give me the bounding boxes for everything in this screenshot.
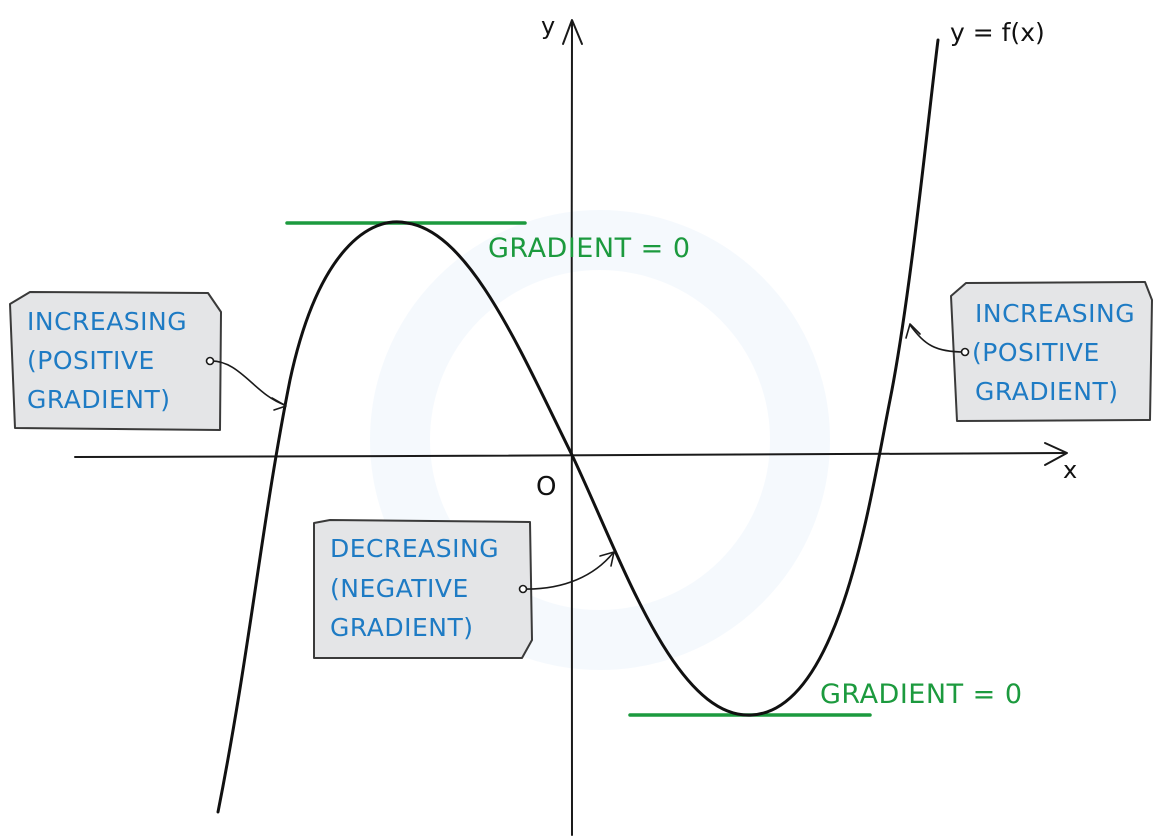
watermark-logo xyxy=(370,210,830,670)
callout-line: (NEGATIVE xyxy=(330,574,469,603)
callout-line: GRADIENT) xyxy=(975,377,1118,406)
max-gradient-label: GRADIENT = 0 xyxy=(488,233,691,264)
right-increasing-callout: INCREASING (POSITIVE GRADIENT) xyxy=(905,281,1153,422)
callout-line: DECREASING xyxy=(330,534,499,563)
right-callout-pointer xyxy=(909,324,966,353)
callout-line: GRADIENT) xyxy=(330,613,473,642)
x-axis-arrowhead xyxy=(1044,442,1068,466)
decreasing-callout-arrowhead xyxy=(599,551,615,567)
decreasing-callout: DECREASING (NEGATIVE GRADIENT) xyxy=(313,519,615,659)
left-callout-arrowhead xyxy=(271,397,287,411)
right-callout-dot xyxy=(960,347,970,357)
y-axis: y xyxy=(541,12,583,836)
decreasing-callout-pointer xyxy=(522,552,614,590)
left-increasing-callout: INCREASING (POSITIVE GRADIENT) xyxy=(9,291,287,431)
callout-line: GRADIENT) xyxy=(27,385,170,414)
callout-line: INCREASING xyxy=(975,299,1135,328)
x-axis-label: x xyxy=(1063,456,1077,484)
y-axis-label: y xyxy=(541,12,555,40)
callout-line: (POSITIVE xyxy=(27,346,155,375)
function-curve xyxy=(216,38,940,814)
left-callout-dot xyxy=(205,356,215,366)
y-axis-arrowhead xyxy=(562,19,583,45)
min-gradient-label: GRADIENT = 0 xyxy=(820,679,1023,710)
right-callout-arrowhead xyxy=(905,323,921,339)
callout-line: (POSITIVE xyxy=(972,338,1100,367)
decreasing-callout-dot xyxy=(518,584,528,594)
callout-line: INCREASING xyxy=(27,307,187,336)
origin-label: O xyxy=(536,472,556,502)
x-axis: x xyxy=(74,442,1077,484)
curve-equation-label: y = f(x) xyxy=(950,18,1045,47)
